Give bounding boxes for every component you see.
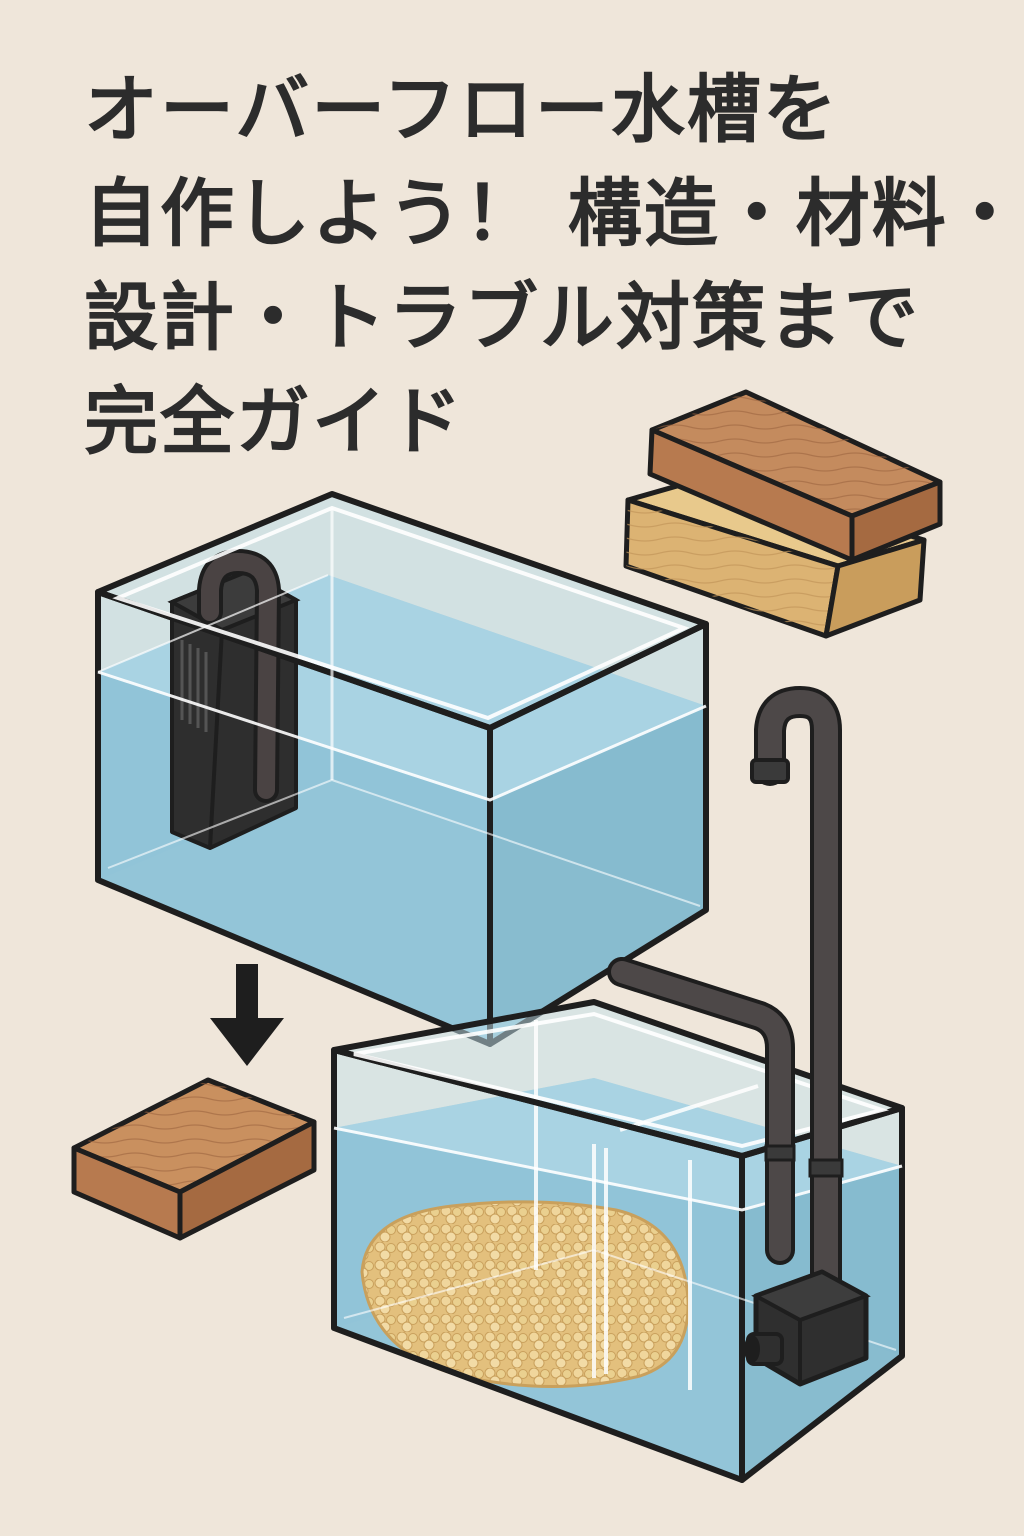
overflow-box xyxy=(167,548,301,850)
title-line-1: オーバーフロー水槽を xyxy=(84,67,839,153)
down-arrow-icon xyxy=(210,964,284,1066)
title-line-2: 自作しよう！ 構造・材料・ xyxy=(84,171,1024,257)
title-line-3: 設計・トラブル対策まで xyxy=(84,275,920,361)
main-aquarium xyxy=(95,491,709,1047)
page-title: オーバーフロー水槽を 自作しよう！ 構造・材料・ 設計・トラブル対策まで 完全ガ… xyxy=(84,58,1024,474)
sump-tank xyxy=(331,999,905,1483)
wood-plank-dark xyxy=(647,389,943,563)
title-line-4: 完全ガイド xyxy=(84,379,464,465)
return-pipe xyxy=(750,685,844,1306)
drain-pipe xyxy=(607,957,796,1265)
return-pump xyxy=(744,1269,871,1387)
wood-block xyxy=(71,1077,317,1241)
wood-plank-stack xyxy=(623,389,943,639)
